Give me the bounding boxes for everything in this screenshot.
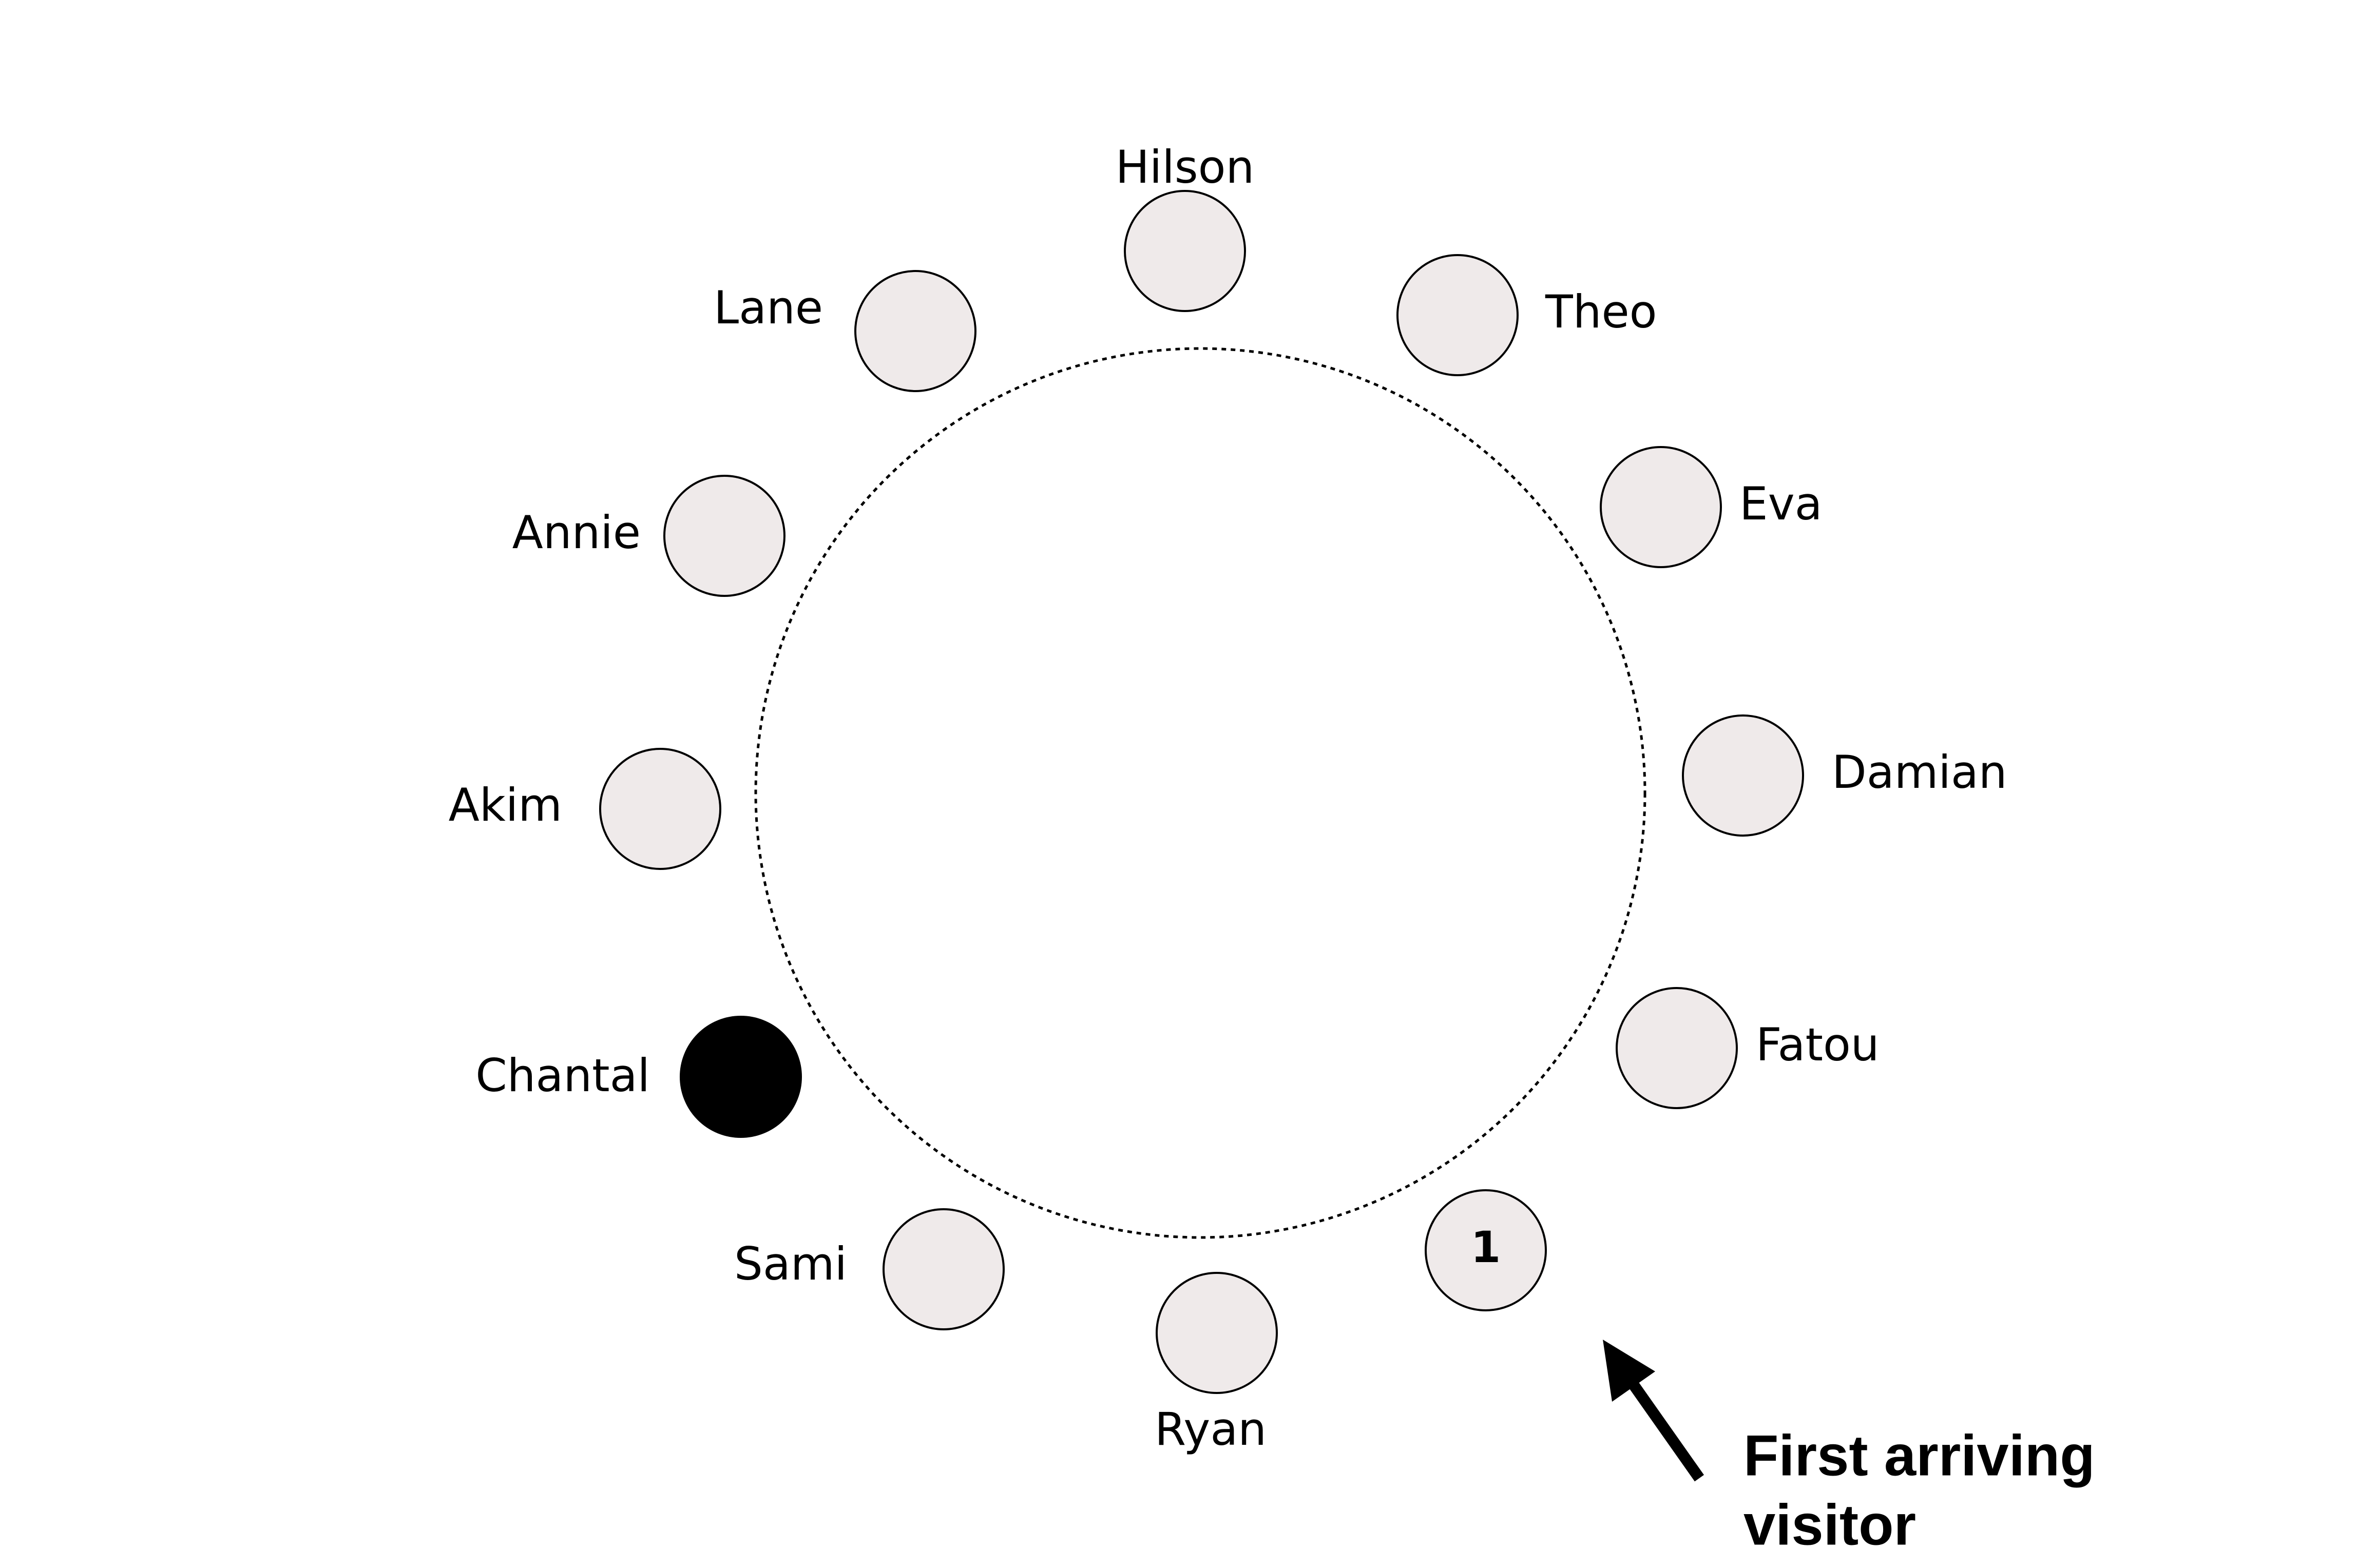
seat-annie: Annie [512,475,785,597]
seat-akim: Akim [449,748,721,870]
seat-fatou: Fatou [1616,987,1880,1109]
seat-label: Annie [512,506,641,559]
seat-circle [1616,987,1738,1109]
seat-circle [854,270,976,392]
annotation-line-1: First arriving [1743,1424,2095,1488]
seat-damian: Damian [1682,714,2007,837]
table-outline [754,347,1646,1239]
seat-lane: Lane [714,270,976,392]
seat-label: Hilson [1116,141,1255,193]
seat-label: Ryan [1155,1403,1267,1456]
seat-label: Akim [449,779,562,831]
seat-sami: Sami [734,1208,1005,1330]
seat-number: 1 [1471,1222,1501,1272]
seat-label: Lane [714,281,823,334]
seat-label: Eva [1739,477,1823,530]
seat-ryan: Ryan [1155,1272,1278,1456]
seat-label: Sami [734,1237,847,1290]
seat-label: Chantal [475,1049,650,1102]
seat-hilson: Hilson [1116,141,1255,312]
seat-circle [1396,254,1519,376]
seat-circle [1425,1189,1547,1311]
seat-circle [1124,190,1246,312]
seat-label: Fatou [1756,1018,1880,1071]
seat-chantal: Chantal [475,1016,802,1138]
seat-circle [599,748,721,870]
seat-first-arrival: 1 [1425,1189,1547,1311]
seat-theo: Theo [1396,254,1657,376]
seat-circle [1156,1272,1278,1394]
seat-eva: Eva [1600,446,1823,568]
seat-circle [1600,446,1722,568]
seat-circle-highlighted [680,1016,802,1138]
seat-circle [1682,714,1804,837]
seat-circle [883,1208,1005,1330]
seat-label: Damian [1832,746,2007,799]
seat-circle [663,475,785,597]
annotation-line-2: visitor [1743,1493,1916,1557]
seat-label: Theo [1545,285,1657,338]
arrow-up-left-icon [1603,1340,1704,1482]
